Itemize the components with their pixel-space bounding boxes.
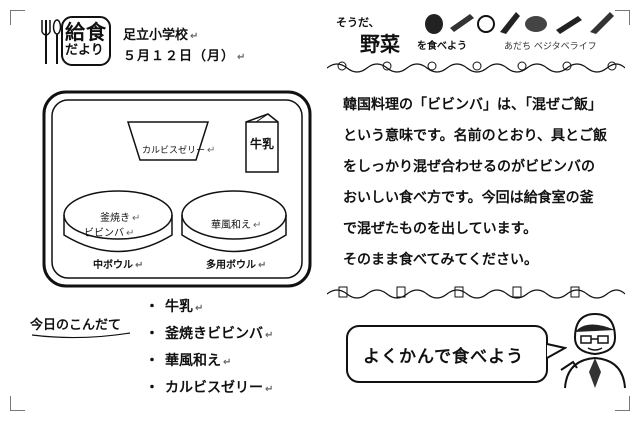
menu-item: ・華風和え↵ — [145, 353, 232, 369]
menu-title-graphic: 今日のこんだて — [30, 317, 131, 339]
logo-title: 給食 — [65, 20, 107, 44]
article-line: おいしい食べ方です。今回は給食室の釜 — [343, 190, 594, 206]
right-bowl-label: 多用ボウル↵ — [206, 260, 267, 271]
brand-name: あだち ベジタベライフ — [504, 42, 597, 52]
lunch-tray-illustration — [42, 90, 312, 288]
vegetable-characters-border-bottom-icon — [327, 286, 625, 299]
menu-item: ・釜焼きビビンバ↵ — [145, 326, 274, 342]
fork-spoon-logo-icon — [41, 16, 111, 66]
article-body: 韓国料理の「ビビンバ」は、「混ぜご飯」 という意味です。名前のとおり、具とご飯 … — [343, 90, 628, 276]
crop-mark-tr — [615, 10, 630, 25]
article-line: をしっかり混ぜ合わせるのがビビンバの — [343, 159, 595, 175]
nutritionist-avatar-icon — [560, 312, 626, 389]
vegetable-characters-border-icon — [327, 61, 625, 73]
right-bowl-text: 華風和え↵ — [211, 220, 262, 231]
logo-subtitle: だより — [65, 43, 104, 58]
issue-date: ５月１２日（月）↵ — [123, 49, 247, 64]
article-line: という意味です。名前のとおり、具とご飯 — [343, 128, 608, 144]
speech-bubble — [346, 325, 567, 383]
banner-prefix: そうだ、 — [336, 16, 380, 29]
menu-title-text: 今日のこんだて — [30, 317, 121, 333]
banner-subtitle: を食べよう — [417, 41, 467, 52]
menu-item: ・牛乳↵ — [145, 299, 204, 315]
crop-mark-br — [615, 396, 630, 411]
banner-title: 野菜 — [360, 32, 400, 56]
left-bowl-text-1: 釜焼き↵ — [100, 213, 141, 224]
menu-list: ・牛乳↵ ・釜焼きビビンバ↵ ・華風和え↵ ・カルビスゼリー↵ — [145, 294, 273, 402]
article-line: そのまま食べてみてください。 — [343, 252, 539, 268]
vegetables-icon — [425, 12, 614, 34]
menu-item: ・カルビスゼリー↵ — [145, 380, 274, 396]
crop-mark-bl — [10, 396, 25, 411]
school-name: 足立小学校↵ — [123, 28, 199, 43]
jelly-label: カルビスゼリー↵ — [142, 145, 216, 156]
crop-mark-tl — [10, 10, 25, 25]
milk-label: 牛乳 — [250, 137, 275, 151]
article-line: で混ぜたものを出しています。 — [343, 221, 538, 237]
left-bowl-text-2: ビビンバ↵ — [84, 228, 135, 239]
left-bowl-label: 中ボウル↵ — [93, 260, 144, 271]
chew-well-slogan: よくかんで食べよう — [363, 347, 525, 367]
article-line: 韓国料理の「ビビンバ」は、「混ぜご飯」 — [343, 97, 602, 113]
